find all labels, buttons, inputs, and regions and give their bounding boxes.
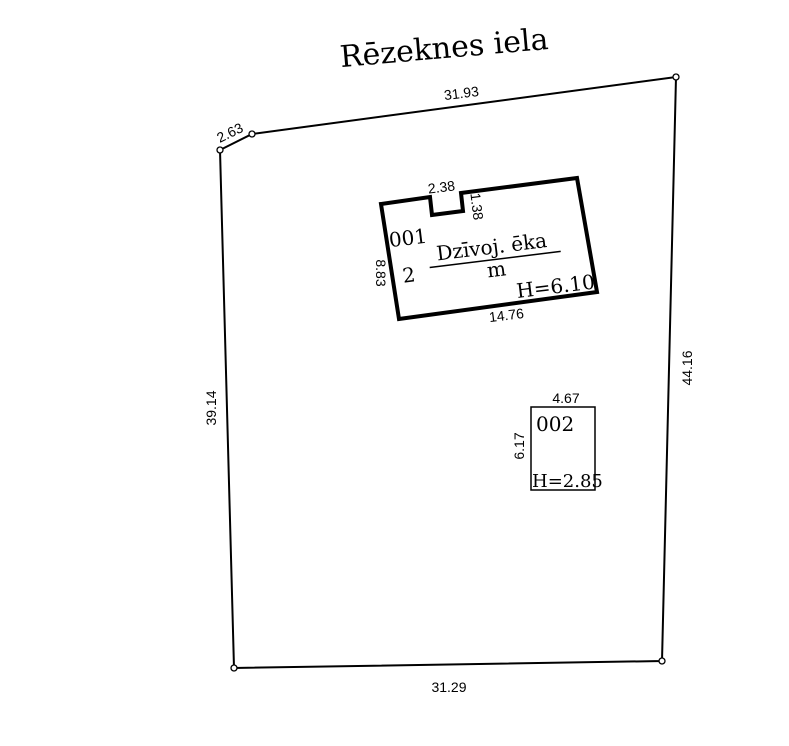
building-001-side: 8.83 (373, 259, 389, 286)
boundary-point (658, 657, 666, 665)
building-001: 2.38 1.38 8.83 14.76 001 2 Dzīvoj. ēka m… (373, 175, 600, 325)
dimension-top-short: 2.63 (214, 119, 246, 145)
dimension-left: 39.14 (203, 390, 219, 425)
boundary-point (248, 130, 256, 138)
building-001-outline (378, 175, 600, 322)
fraction-line (429, 250, 561, 269)
building-002-top: 4.67 (552, 390, 579, 406)
building-002-outline (530, 406, 596, 491)
building-001-height: H=6.10 (515, 270, 596, 303)
street-name: Rēzeknes iela (339, 22, 550, 75)
building-001-floors: 2 (401, 262, 417, 287)
dimension-right: 44.16 (679, 350, 695, 385)
building-002-height: H=2.85 (532, 471, 603, 492)
boundary-points (216, 73, 680, 672)
building-001-notch-width: 2.38 (427, 177, 456, 196)
dimension-bottom: 31.29 (431, 679, 466, 695)
dimension-top: 31.93 (443, 83, 480, 103)
building-001-notch-depth: 1.38 (467, 192, 486, 221)
parcel-boundary (218, 75, 678, 670)
building-001-bottom: 14.76 (488, 305, 525, 325)
boundary-point (216, 146, 224, 154)
building-002: 4.67 6.17 002 H=2.85 (511, 390, 603, 492)
building-001-material: m (486, 256, 508, 282)
boundary-point (672, 73, 680, 81)
building-002-side: 6.17 (511, 432, 527, 459)
building-002-id: 002 (536, 412, 574, 436)
boundary-point (230, 664, 238, 672)
building-001-id: 001 (388, 224, 429, 252)
